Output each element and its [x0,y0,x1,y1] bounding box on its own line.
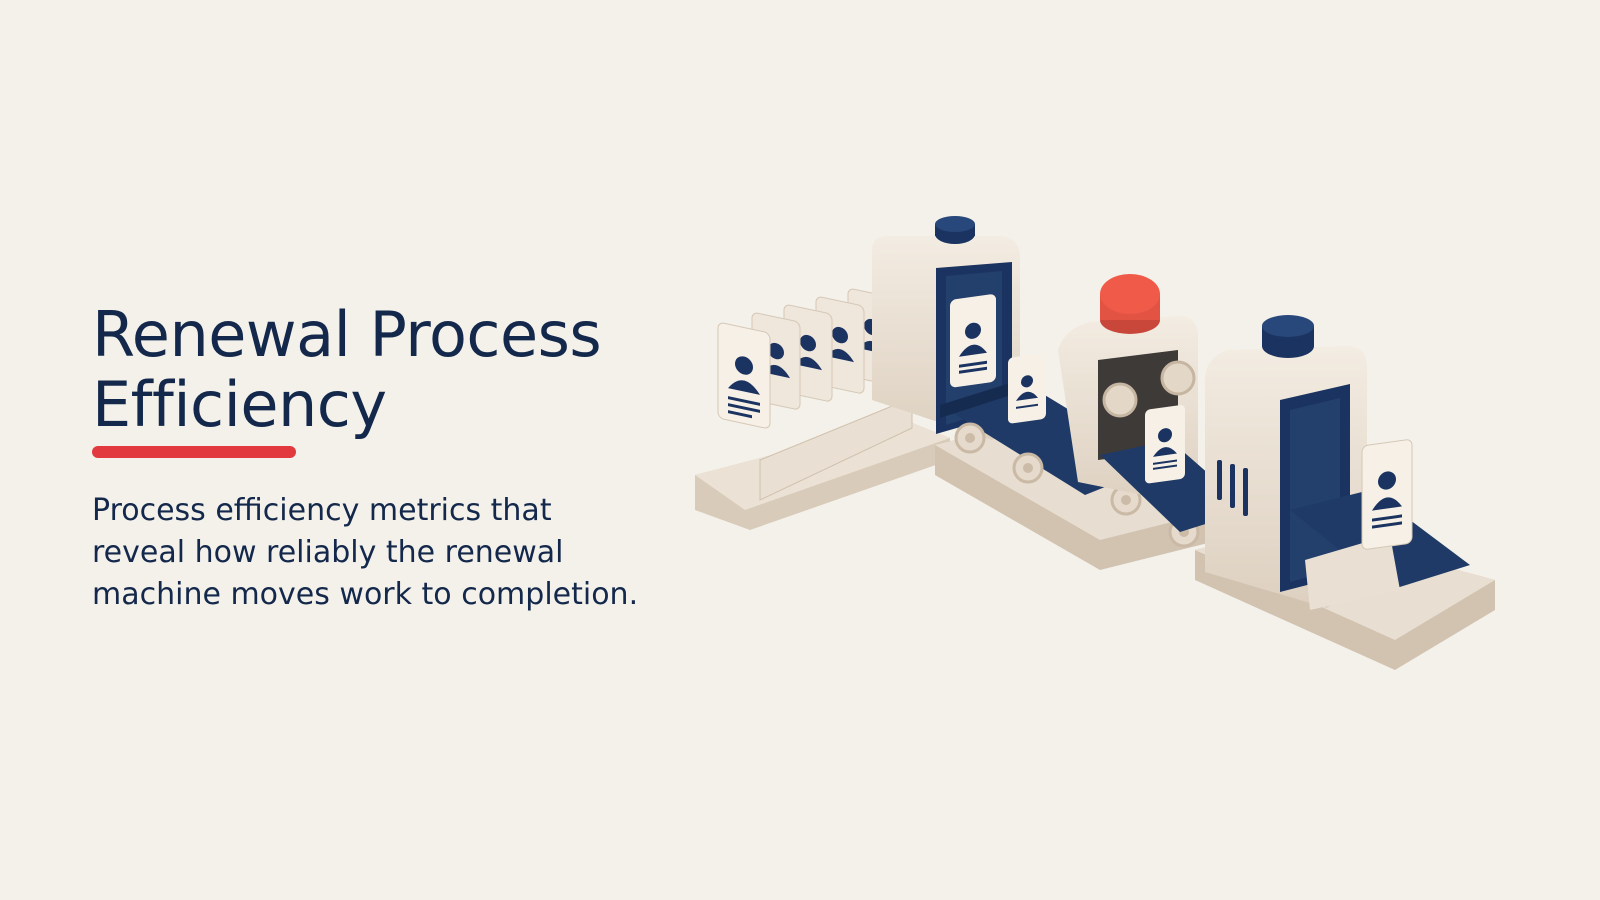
title-line-1: Renewal Process [92,298,602,371]
subtitle: Process efficiency metrics that reveal h… [92,493,639,612]
text-block: Renewal Process Efficiency Process effic… [92,300,692,616]
profile-card-icon [1361,439,1413,550]
station-approval [1058,274,1250,532]
title-line-2: Efficiency [92,368,387,441]
profile-card-icon [717,322,771,429]
renewal-machine-illustration [695,216,1495,670]
page-title: Renewal Process Efficiency [92,300,692,440]
exit-conveyor [1290,439,1470,610]
title-accent-underline [92,446,296,458]
red-button-icon [1100,274,1160,334]
profile-card-stack [717,288,913,501]
